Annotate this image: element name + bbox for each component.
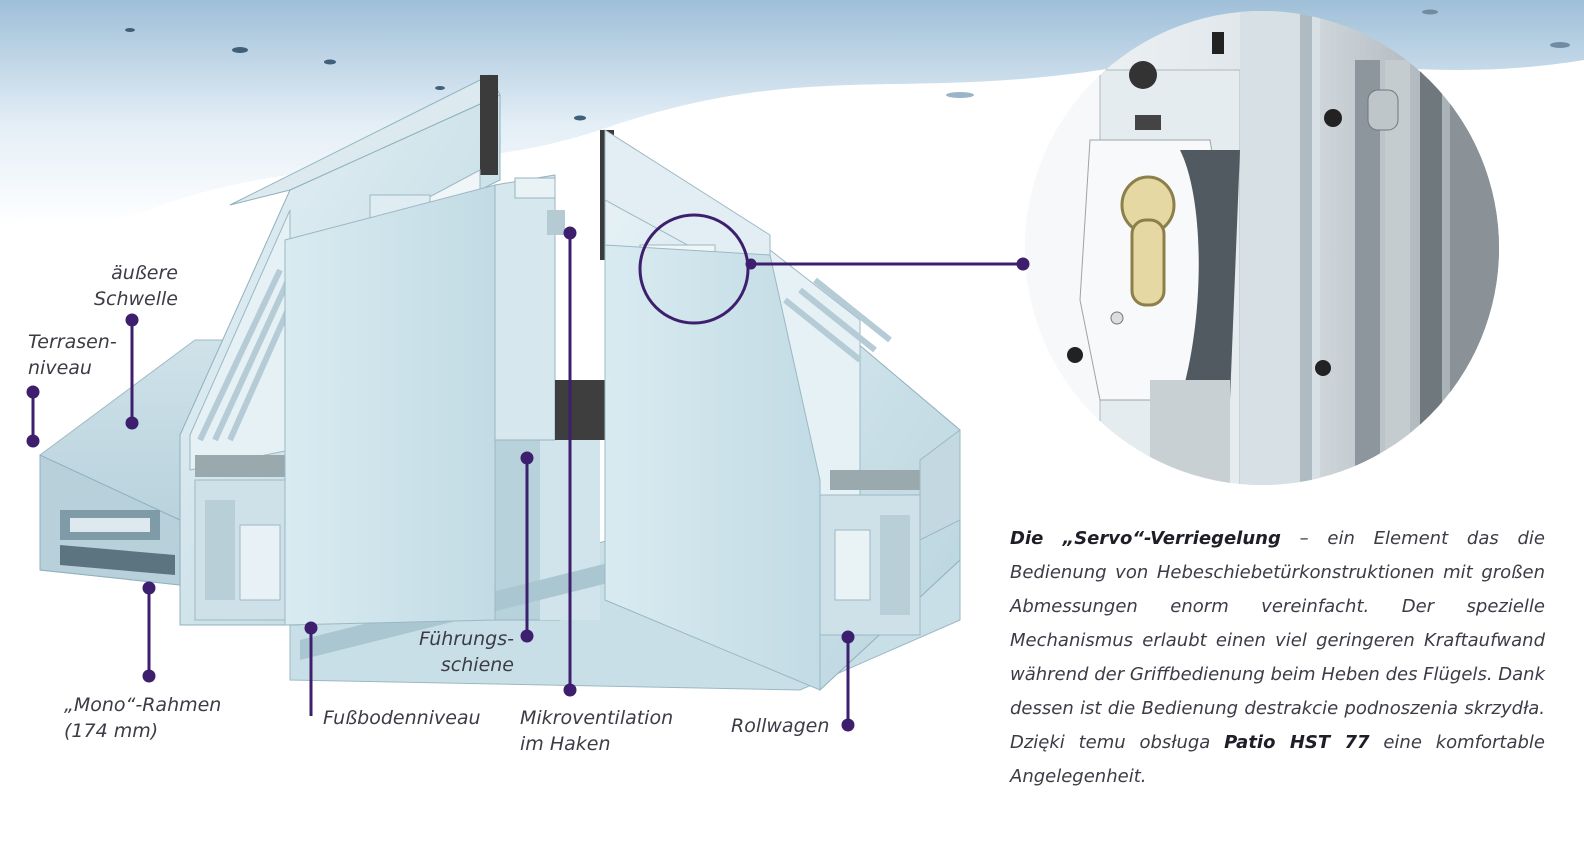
central-interlock [494,130,614,441]
description-text: – ein Element das die Bedienung von Hebe… [1010,528,1545,753]
label-rollers: Rollwagen [731,715,830,737]
right-panel-face [604,244,821,691]
left-panel-face [284,184,496,626]
label-mono-frame: „Mono“-Rahmen (174 mm) [64,694,222,742]
description-bold-lead: Die „Servo“-Verriegelung [1010,528,1281,549]
label-micro-ventilation: Mikroventilation im Haken [520,707,674,755]
description-bold-product: Patio HST 77 [1224,732,1370,753]
callout-lines [26,213,1030,732]
label-outer-threshold: äußere Schwelle [93,262,178,310]
servo-lock-detail [1025,11,1499,485]
description-text-end: eine komfortable Angelegenheit. [1010,732,1546,787]
label-floor-level: Fußbodenniveau [323,707,481,729]
label-terrace-level: Terrasen- niveau [28,331,117,379]
servo-description: Die „Servo“-Verriegelung – ein Element d… [1010,522,1545,794]
label-guide-rail: Führungs- schiene [419,628,514,676]
